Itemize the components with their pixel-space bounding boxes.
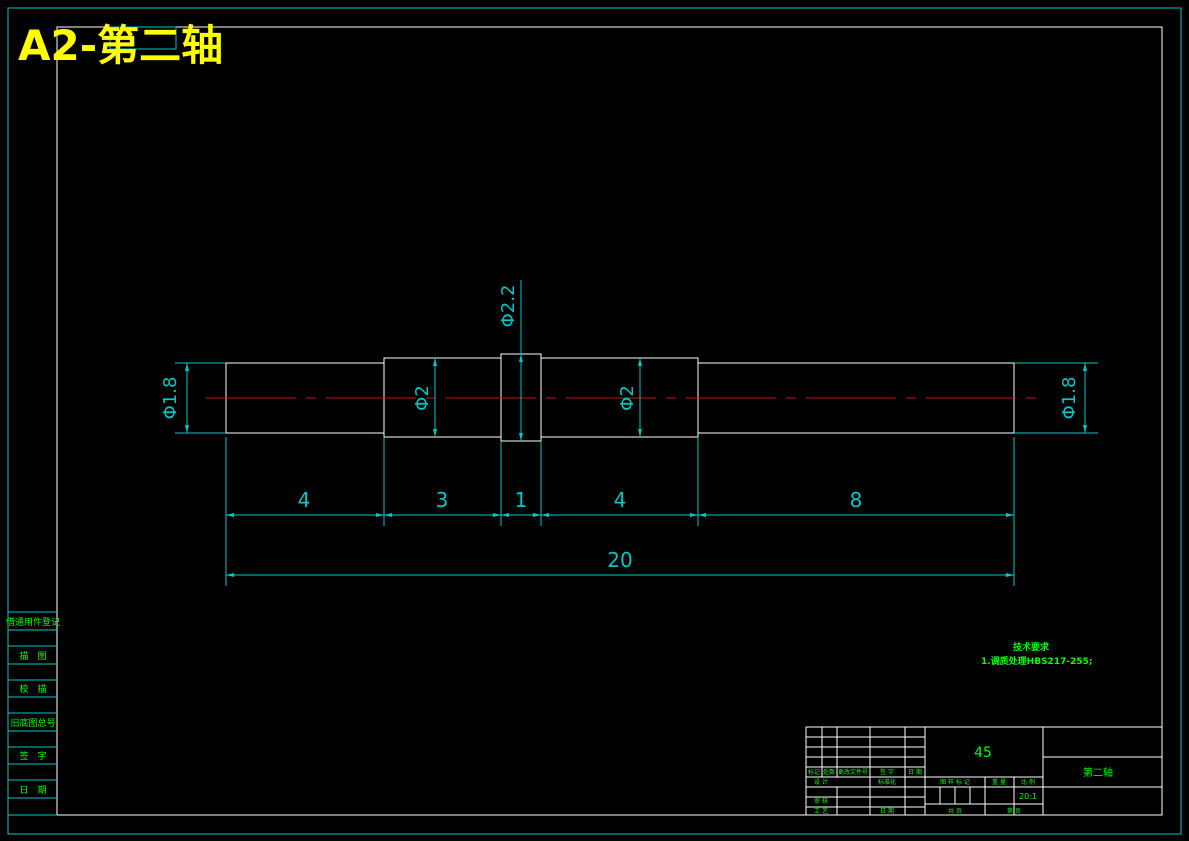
- rev-header-1: 处数: [823, 768, 835, 776]
- tech-requirements: 技术要求 1.调质处理HBS217-255;: [981, 641, 1092, 667]
- outer-frame: [7, 7, 1182, 835]
- process-label: 工 艺: [814, 807, 828, 815]
- tech-line-1: 1.调质处理HBS217-255;: [981, 655, 1092, 667]
- strip-label-1: 描 图: [19, 650, 46, 662]
- length-arrows: [226, 513, 1014, 577]
- strip-label-4: 签 字: [19, 750, 46, 762]
- length-labels: 4 3 1 4 8 20: [298, 488, 863, 572]
- scale-label: 比 例: [1021, 778, 1035, 786]
- len-seg5: 8: [850, 488, 863, 512]
- diameter-arrows: [185, 354, 1087, 441]
- material: 45: [974, 745, 992, 761]
- title-block: [805, 726, 1163, 816]
- dia-left-end: Φ1.8: [160, 377, 181, 420]
- len-total: 20: [607, 548, 632, 572]
- len-seg4: 4: [614, 488, 627, 512]
- review-label: 审 核: [814, 797, 828, 805]
- left-strip-labels: 借通用件登记 描 图 校 描 旧底图总号 签 字 日 期: [6, 616, 60, 796]
- strip-label-5: 日 期: [19, 785, 46, 796]
- diameter-labels: Φ1.8 Φ2 Φ2.2 Φ2 Φ1.8: [160, 285, 1080, 420]
- left-strip: [8, 611, 57, 816]
- standardize-label: 标准化: [878, 778, 896, 786]
- rev-header-0: 标记: [808, 768, 820, 776]
- rev-header-2: 更改文件号: [838, 768, 868, 776]
- diameter-dims: [175, 280, 1098, 441]
- design-label: 设 计: [814, 778, 828, 786]
- length-dims: [225, 437, 1015, 586]
- dia-seg2: Φ2: [412, 385, 433, 411]
- weight-label: 重 量: [992, 778, 1006, 786]
- sheet-no-label: 第 页: [1007, 807, 1021, 815]
- dia-collar: Φ2.2: [498, 285, 519, 328]
- stage-mark-label: 图 样 标 记: [940, 778, 970, 786]
- rev-header-4: 日 期: [908, 768, 922, 776]
- dia-seg4: Φ2: [617, 385, 638, 411]
- date-label: 日 期: [880, 807, 894, 815]
- part-name: 第二轴: [1083, 766, 1113, 779]
- strip-label-0: 借通用件登记: [6, 616, 60, 628]
- len-seg1: 4: [298, 488, 311, 512]
- title-marker-box: [109, 26, 177, 50]
- strip-label-2: 校 描: [19, 683, 46, 695]
- tech-heading: 技术要求: [1013, 641, 1050, 653]
- strip-label-3: 旧底图总号: [10, 717, 55, 729]
- rev-header-3: 签 字: [880, 768, 894, 776]
- scale-value: 20:1: [1019, 792, 1037, 801]
- dia-right-end: Φ1.8: [1059, 377, 1080, 420]
- drawing-title: A2-第二轴: [18, 21, 223, 70]
- len-seg2: 3: [436, 488, 449, 512]
- title-block-text: 45 第二轴 20:1 标记 处数 更改文件号 签 字 日 期 设 计 标准化 …: [808, 745, 1113, 815]
- len-seg3: 1: [515, 488, 528, 512]
- sheets-total-label: 共 页: [948, 807, 962, 815]
- inner-frame: [56, 26, 1163, 816]
